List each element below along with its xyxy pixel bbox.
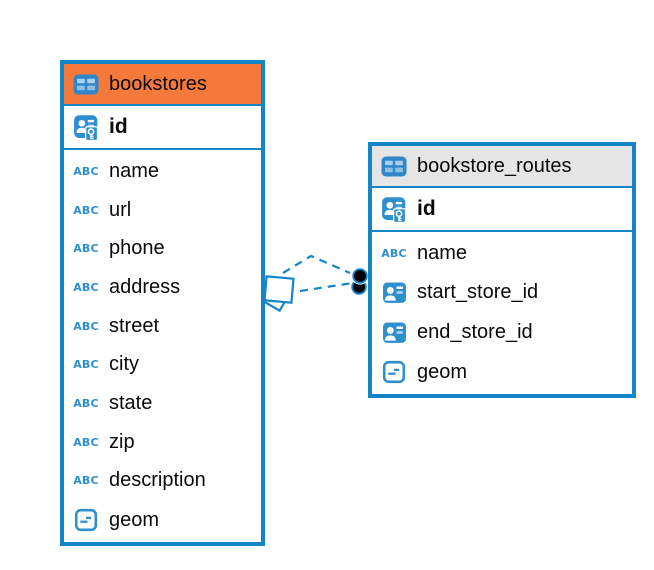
text-type-icon: ABC — [381, 246, 407, 260]
primary-key-row[interactable]: id — [64, 106, 261, 150]
column-row[interactable]: end_store_id — [372, 313, 632, 353]
table-name: bookstores — [109, 72, 207, 95]
column-row[interactable]: ABC url — [64, 191, 261, 230]
text-type-icon: ABC — [73, 435, 99, 449]
text-type-icon: ABC — [73, 242, 99, 256]
column-name: url — [109, 198, 132, 221]
column-name: name — [417, 241, 468, 264]
column-list: ABC name start_store_id end_store_id geo… — [372, 232, 632, 394]
column-name: id — [109, 115, 128, 138]
text-type-icon: ABC — [73, 397, 99, 411]
relation-line[interactable] — [299, 281, 354, 293]
column-name: end_store_id — [417, 321, 533, 344]
table-icon — [72, 74, 100, 95]
diamond-marker — [263, 275, 295, 304]
text-type-icon: ABC — [73, 358, 99, 372]
text-type-icon: ABC — [73, 164, 99, 178]
text-type-icon: ABC — [73, 280, 99, 294]
geometry-type-icon — [72, 508, 100, 532]
column-row[interactable]: ABC address — [64, 268, 261, 307]
column-name: name — [109, 159, 160, 182]
entity-table-bookstore-routes[interactable]: bookstore_routes id ABC name start_store… — [368, 142, 636, 398]
column-row[interactable]: start_store_id — [372, 272, 632, 312]
column-row[interactable]: ABC zip — [64, 423, 261, 462]
text-type-icon: ABC — [73, 319, 99, 333]
table-header-bookstore-routes[interactable]: bookstore_routes — [372, 146, 632, 188]
column-name: geom — [109, 508, 160, 531]
column-name: address — [109, 275, 181, 298]
text-type-icon: ABC — [73, 203, 99, 217]
circle-marker — [352, 268, 368, 284]
column-name: city — [109, 353, 139, 376]
table-header-bookstores[interactable]: bookstores — [64, 64, 261, 106]
table-icon — [380, 156, 408, 177]
table-name: bookstore_routes — [417, 154, 572, 177]
primary-key-icon — [72, 114, 100, 141]
primary-key-icon — [380, 196, 408, 223]
primary-key-row[interactable]: id — [372, 188, 632, 232]
column-name: geom — [417, 360, 468, 383]
column-name: description — [109, 469, 206, 492]
column-row[interactable]: ABC state — [64, 384, 261, 423]
column-row[interactable]: ABC phone — [64, 229, 261, 268]
column-row[interactable]: ABC name — [64, 152, 261, 191]
column-name: start_store_id — [417, 280, 539, 303]
column-row[interactable]: geom — [372, 353, 632, 392]
column-name: id — [417, 197, 436, 220]
text-type-icon: ABC — [73, 474, 99, 488]
column-name: zip — [109, 430, 135, 453]
column-name: phone — [109, 237, 165, 260]
entity-table-bookstores[interactable]: bookstores id ABC name ABC url ABC phone… — [60, 60, 265, 546]
relation-connector[interactable] — [250, 240, 375, 315]
column-name: state — [109, 392, 153, 415]
relation-line[interactable] — [282, 254, 351, 275]
reference-type-icon — [380, 280, 408, 305]
column-list: ABC name ABC url ABC phone ABC address A… — [64, 150, 261, 542]
column-row[interactable]: geom — [64, 500, 261, 540]
column-row[interactable]: ABC name — [372, 234, 632, 272]
column-row[interactable]: ABC description — [64, 462, 261, 501]
reference-type-icon — [380, 320, 408, 345]
column-name: street — [109, 314, 160, 337]
geometry-type-icon — [380, 360, 408, 384]
column-row[interactable]: ABC city — [64, 346, 261, 385]
column-row[interactable]: ABC street — [64, 307, 261, 346]
